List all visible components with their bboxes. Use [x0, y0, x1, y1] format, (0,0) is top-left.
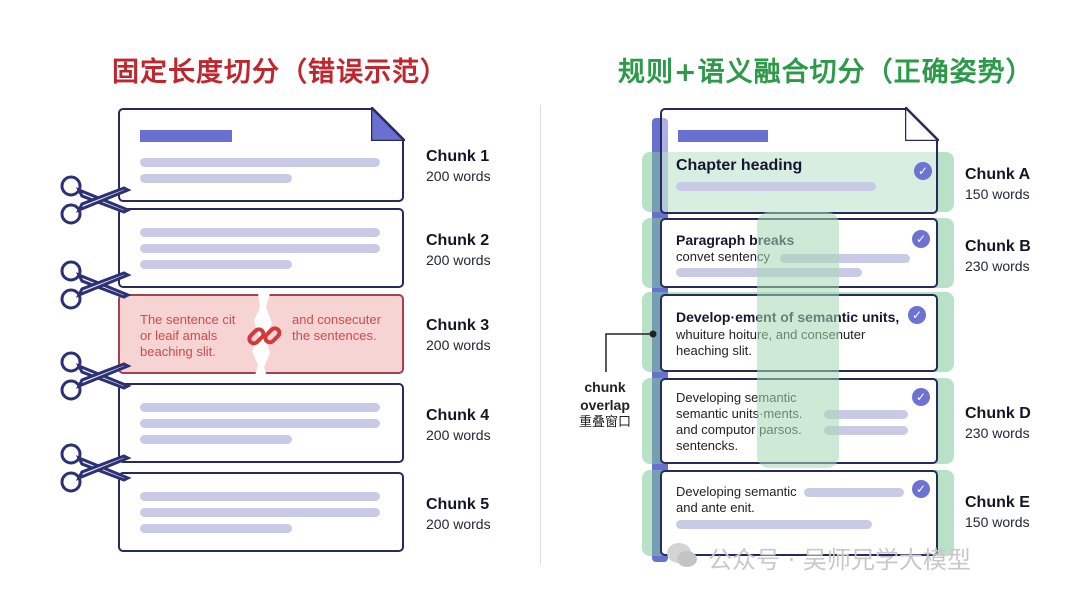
- chunk-name: Chunk E: [965, 494, 1030, 511]
- semantic-chunk-a-page: Chapter heading ✓: [660, 107, 939, 214]
- fixed-chunk-3-page: The sentence cit or leaif amals beaching…: [118, 293, 404, 379]
- text-line-placeholder: [140, 260, 292, 269]
- chunk-label-5: Chunk 5 200 words: [426, 496, 491, 532]
- chunk-label-2: Chunk 2 200 words: [426, 232, 491, 268]
- chunk-text: Chapter heading: [676, 157, 803, 174]
- column-divider: [540, 105, 541, 565]
- chunk-words: 150 words: [965, 186, 1030, 202]
- text-line-placeholder: [824, 410, 908, 419]
- check-icon: ✓: [908, 306, 926, 324]
- chunk-words: 200 words: [426, 168, 491, 184]
- chunk-words: 200 words: [426, 252, 491, 268]
- broken-sentence-left: The sentence cit or leaif amals beaching…: [140, 312, 235, 360]
- text-line-placeholder: [140, 244, 380, 253]
- overlap-label-en: overlap: [580, 397, 630, 413]
- chunk-name: Chunk B: [965, 238, 1031, 255]
- broken-link-icon: [247, 326, 282, 346]
- watermark-text: 公众号 · 吴师兄学大模型: [708, 546, 971, 574]
- broken-line: The sentence cit: [140, 312, 236, 327]
- check-icon: ✓: [914, 162, 932, 180]
- text-line-placeholder: [140, 174, 292, 183]
- chunk-label-b: Chunk B 230 words: [965, 238, 1031, 274]
- chunk-label-1: Chunk 1 200 words: [426, 148, 491, 184]
- text-line-placeholder: [780, 254, 910, 263]
- chunk-name: Chunk 2: [426, 232, 490, 249]
- text-line-placeholder: [676, 182, 876, 191]
- chunk-text: Developing semantic: [676, 484, 797, 499]
- chunk-label-3: Chunk 3 200 words: [426, 317, 491, 353]
- text-line-placeholder: [140, 403, 380, 412]
- chunk-words: 150 words: [965, 514, 1030, 530]
- text-line-placeholder: [140, 435, 292, 444]
- fixed-chunk-5-page: [118, 472, 404, 552]
- folded-corner-icon: [905, 107, 939, 141]
- scissors-icon: [60, 443, 132, 493]
- folded-corner-icon: [371, 107, 405, 141]
- fixed-chunk-1-page: [118, 107, 405, 202]
- chunk-label-4: Chunk 4 200 words: [426, 407, 491, 443]
- text-line-placeholder: [140, 228, 380, 237]
- overlap-label-en: chunk: [584, 379, 626, 395]
- chunk-text: heaching slit.: [676, 343, 752, 358]
- chunk-words: 200 words: [426, 427, 491, 443]
- check-icon: ✓: [912, 230, 930, 248]
- chunk-words: 230 words: [965, 425, 1030, 441]
- broken-line: or leaif amals: [140, 328, 218, 343]
- chunk-words: 230 words: [965, 258, 1030, 274]
- chunk-name: Chunk 5: [426, 496, 490, 513]
- chunk-text: convet sentency: [676, 249, 770, 264]
- broken-line: beaching slit.: [140, 344, 216, 359]
- chunk-label-d: Chunk D 230 words: [965, 405, 1031, 441]
- chunk-name: Chunk 4: [426, 407, 490, 424]
- chunk-words: 200 words: [426, 337, 491, 353]
- text-line-placeholder: [824, 426, 908, 435]
- text-line-placeholder: [140, 419, 380, 428]
- chunk-label-a: Chunk A 150 words: [965, 166, 1030, 202]
- chunk-name: Chunk D: [965, 405, 1031, 422]
- scissors-icon: [60, 351, 132, 401]
- heading-placeholder: [140, 130, 232, 142]
- fixed-chunk-2-page: [118, 208, 404, 288]
- chunk-text: and ante enit.: [676, 500, 755, 515]
- overlap-label-zh: 重叠窗口: [578, 415, 631, 430]
- wechat-icon: [667, 543, 697, 567]
- broken-line: and consecuter: [292, 312, 381, 327]
- chunk-words: 200 words: [426, 516, 491, 532]
- check-icon: ✓: [912, 388, 930, 406]
- chunk-label-e: Chunk E 150 words: [965, 494, 1030, 530]
- overlap-leader-line: [605, 330, 657, 372]
- text-line-placeholder: [140, 492, 380, 501]
- left-title: 固定长度切分（错误示范）: [112, 57, 448, 88]
- overlap-window-band: [757, 212, 839, 468]
- overlap-label: chunk overlap 重叠窗口: [560, 378, 650, 432]
- chunk-name: Chunk A: [965, 166, 1031, 183]
- broken-sentence-right: and consecuter the sentences.: [292, 312, 381, 344]
- broken-line: the sentences.: [292, 328, 377, 343]
- scissors-icon: [60, 175, 132, 225]
- chunk-name: Chunk 1: [426, 148, 490, 165]
- chunk-text: sentencks.: [676, 438, 739, 453]
- chunk-name: Chunk 3: [426, 317, 490, 334]
- text-line-placeholder: [676, 520, 872, 529]
- text-line-placeholder: [140, 508, 380, 517]
- text-line-placeholder: [140, 158, 380, 167]
- heading-placeholder: [678, 130, 768, 142]
- text-line-placeholder: [804, 488, 904, 497]
- check-icon: ✓: [912, 480, 930, 498]
- semantic-chunk-e-page: Developing semantic and ante enit. ✓: [660, 470, 938, 556]
- right-title: 规则+语义融合切分（正确姿势）: [618, 57, 1034, 88]
- scissors-icon: [60, 260, 132, 310]
- text-line-placeholder: [140, 524, 292, 533]
- fixed-chunk-4-page: [118, 383, 404, 463]
